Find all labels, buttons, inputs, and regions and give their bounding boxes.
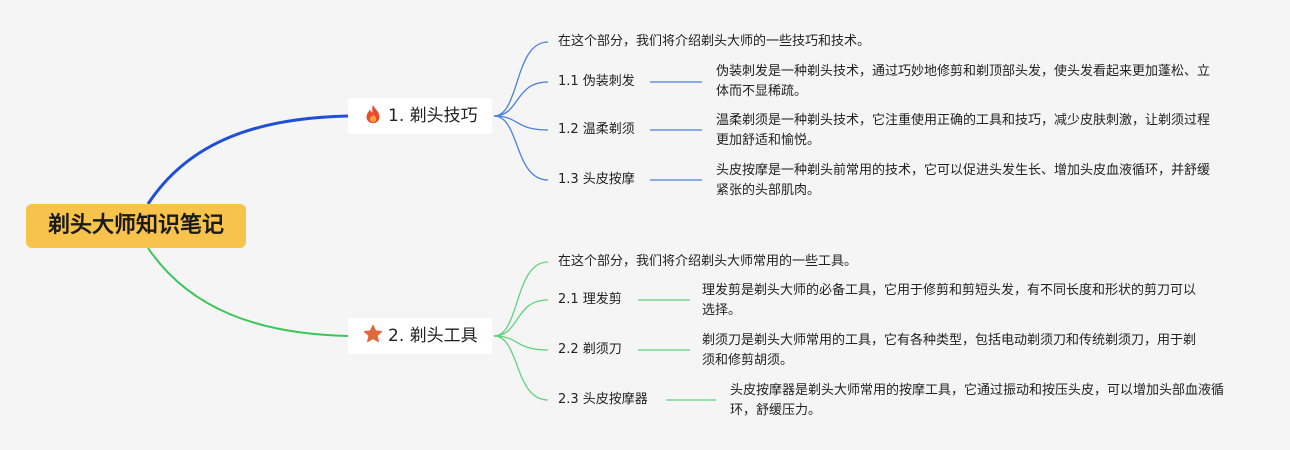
branch-node-techniques[interactable]: 1. 剃头技巧 [348, 98, 492, 134]
branch2-intro[interactable]: 在这个部分，我们将介绍剃头大师常用的一些工具。 [558, 254, 858, 269]
root-label: 剃头大师知识笔记 [47, 213, 224, 238]
topic-description[interactable]: 伪装刺发是一种剃头技术，通过巧妙地修剪和剃顶部头发，使头发看起来更加蓬松、立体而… [716, 64, 1211, 99]
topic-description[interactable]: 温柔剃须是一种剃头技术，它注重使用正确的工具和技巧，减少皮肤刺激，让剃须过程更加… [716, 113, 1211, 148]
topic-node[interactable]: 2.1 理发剪 [558, 292, 622, 307]
branch2-fan [493, 261, 716, 401]
branch1-intro[interactable]: 在这个部分，我们将介绍剃头大师的一些技巧和技术。 [558, 34, 871, 49]
topic-node[interactable]: 2.3 头皮按摩器 [558, 392, 648, 407]
topic-node[interactable]: 1.1 伪装刺发 [558, 74, 635, 89]
link-root-branch1 [146, 114, 349, 205]
star-icon [363, 324, 383, 343]
topic-node[interactable]: 1.3 头皮按摩 [558, 172, 635, 187]
topic-description[interactable]: 剃须刀是剃头大师常用的工具，它有各种类型，包括电动剃须刀和传统剃须刀，用于剃须和… [702, 333, 1197, 368]
branch-node-tools[interactable]: 2. 剃头工具 [348, 318, 492, 354]
topic-description[interactable]: 理发剪是剃头大师的必备工具，它用于修剪和剪短头发，有不同长度和形状的剪刀可以选择… [702, 283, 1197, 318]
root-node[interactable]: 剃头大师知识笔记 [26, 204, 246, 248]
branch-label: 2. 剃头工具 [388, 326, 478, 346]
branch1-fan [493, 41, 702, 181]
fire-icon [366, 104, 380, 124]
branch-label: 1. 剃头技巧 [388, 106, 478, 126]
topic-node[interactable]: 1.2 温柔剃须 [558, 122, 635, 137]
topic-description[interactable]: 头皮按摩是一种剃头前常用的技术，它可以促进头发生长、增加头皮血液循环，并舒缓紧张… [716, 163, 1211, 198]
topic-node[interactable]: 2.2 剃须刀 [558, 342, 622, 357]
topic-description[interactable]: 头皮按摩器是剃头大师常用的按摩工具，它通过振动和按压头皮，可以增加头部血液循环，… [730, 383, 1225, 418]
link-root-branch2 [147, 247, 349, 337]
